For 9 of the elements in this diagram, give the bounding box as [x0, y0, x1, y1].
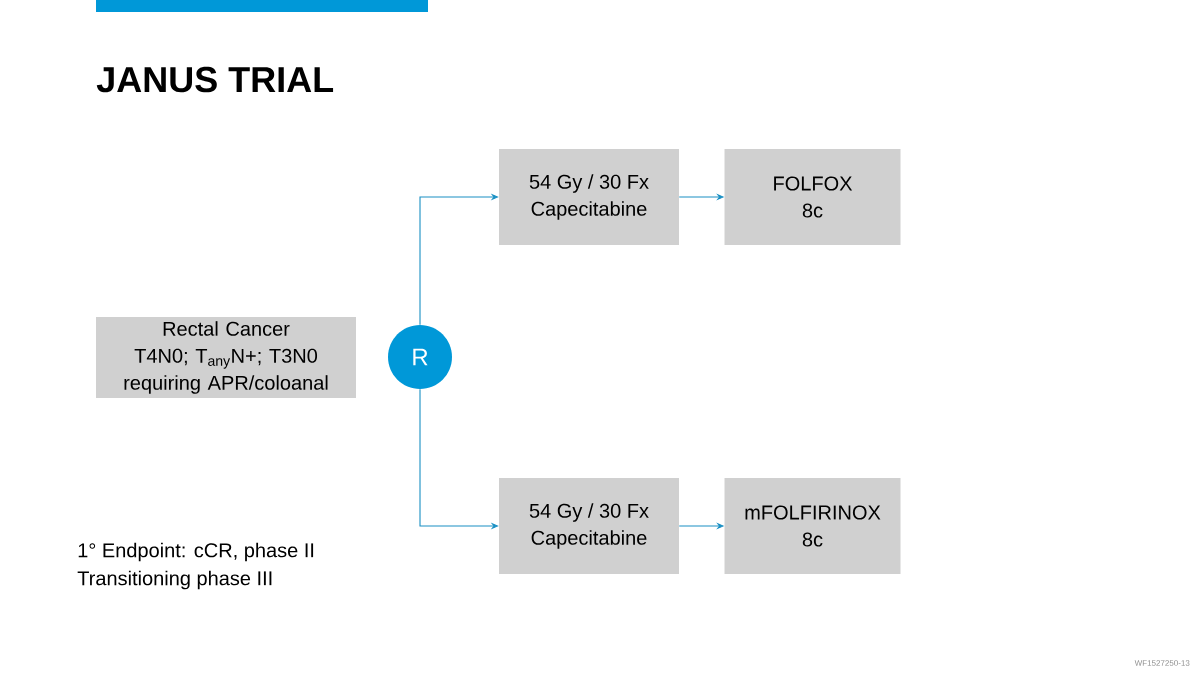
process-box: 54 Gy / 30 Fx Capecitabine: [499, 149, 679, 245]
process-box: FOLFOX 8c: [724, 149, 901, 245]
note-text: Transitioning phase III: [77, 570, 272, 590]
note-text: 1° Endpoint: cCR, phase II: [78, 542, 314, 562]
title: JANUS TRIAL: [96, 66, 334, 93]
process-box: 54 Gy / 30 Fx Capecitabine: [499, 478, 679, 574]
process-box: Rectal Cancer T4N0; T$_{any}$N+; T3N0 requiring APR/coloanal: [96, 317, 356, 398]
process-box: mFOLFIRINOX 8c: [724, 478, 901, 574]
footer-code: WF1527250-13: [1134, 660, 1190, 666]
